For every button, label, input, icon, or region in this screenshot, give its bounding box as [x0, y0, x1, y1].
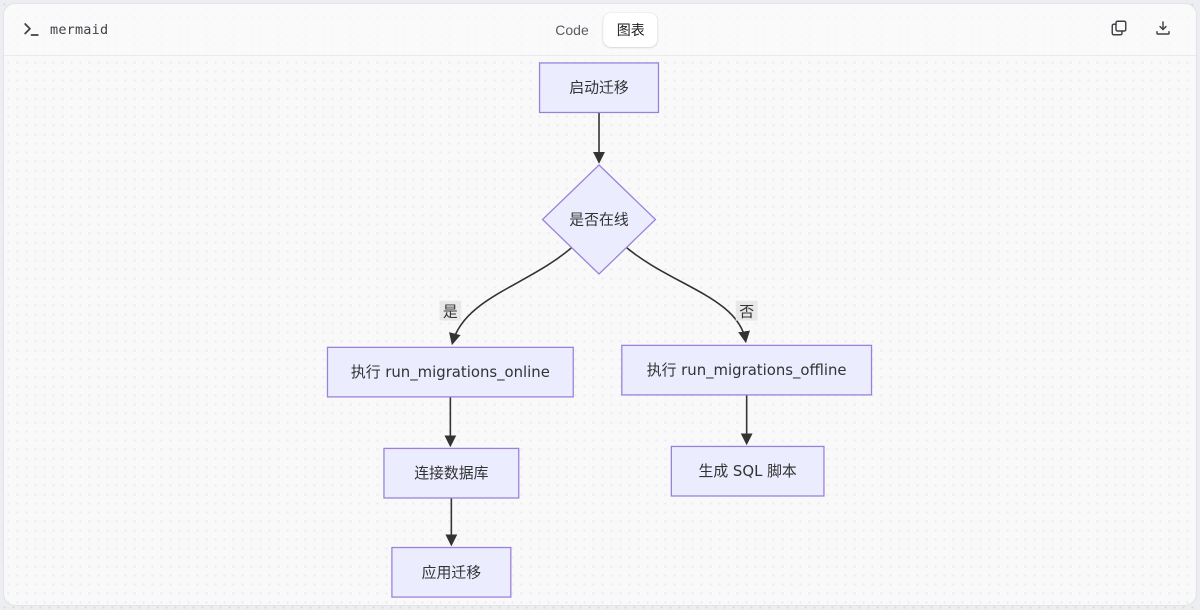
node-shape-rect — [391, 546, 512, 598]
node-label: 是否在线 — [569, 211, 629, 229]
node-label: 应用迁移 — [422, 563, 482, 581]
edge-label-text: 否 — [739, 303, 754, 321]
node-sql: 生成 SQL 脚本 — [670, 445, 825, 497]
node-run_online: 执行 run_migrations_online — [326, 346, 574, 398]
node-label: 生成 SQL 脚本 — [699, 462, 797, 480]
window-title: mermaid — [50, 21, 109, 38]
node-label: 连接数据库 — [414, 464, 488, 482]
edge-label-否: 否 — [735, 300, 758, 321]
diagram-canvas[interactable]: 启动迁移是否在线执行 run_migrations_online 执行 run_m… — [4, 56, 1196, 605]
title-group: mermaid — [22, 20, 108, 39]
node-online: 是否在线 — [541, 164, 657, 275]
node-apply: 应用迁移 — [391, 546, 512, 598]
node-shape-rect — [670, 445, 825, 497]
edge-online-to-run_offline — [623, 244, 750, 344]
edge-label-bg — [439, 300, 462, 321]
node-shape-diamond — [541, 164, 657, 275]
download-icon — [1154, 19, 1172, 40]
view-tabs: Code 图表 — [542, 12, 658, 47]
node-shape-rect — [538, 62, 660, 114]
copy-icon — [1110, 19, 1128, 40]
node-label: 执行 run_migrations_offline — [647, 361, 847, 379]
node-shape-rect — [383, 447, 520, 499]
node-connect: 连接数据库 — [383, 447, 520, 499]
node-start: 启动迁移 — [538, 62, 660, 114]
node-shape-rect — [621, 344, 873, 396]
terminal-icon — [22, 20, 41, 39]
edge-label-bg — [735, 300, 758, 321]
download-button[interactable] — [1148, 15, 1178, 45]
tab-diagram[interactable]: 图表 — [603, 12, 658, 47]
header: mermaid Code 图表 — [4, 4, 1196, 56]
copy-button[interactable] — [1104, 15, 1134, 45]
node-label: 启动迁移 — [569, 79, 629, 97]
node-label: 执行 run_migrations_online — [351, 363, 550, 381]
node-run_offline: 执行 run_migrations_offline — [621, 344, 873, 396]
edge-label-是: 是 — [439, 300, 462, 321]
edge-label-text: 是 — [443, 303, 458, 321]
node-shape-rect — [326, 346, 574, 398]
header-actions — [1104, 15, 1178, 45]
mermaid-preview-window: mermaid Code 图表 — [3, 3, 1197, 606]
edge-online-to-run_online — [449, 244, 575, 346]
tab-code[interactable]: Code — [542, 15, 601, 45]
